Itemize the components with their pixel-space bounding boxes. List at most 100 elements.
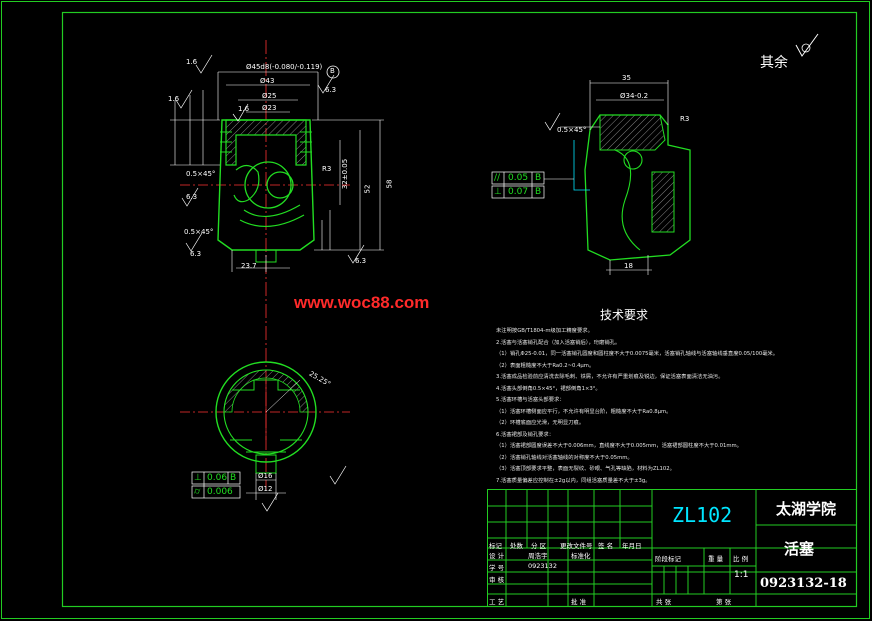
tech-req-line: （2）环槽底面应光滑，无明显刀痕。 [496,420,585,426]
title-block-grid [487,489,857,607]
side-section-view [491,80,691,275]
inner-cavity-left [233,164,260,203]
tech-req-line: （2）表面粗糙度不大于Ra0.2~0.4μm。 [496,362,595,369]
chamfer-b: 0.5×45° [184,228,214,236]
hdr-cell-4: 签 名 [598,542,614,550]
part-name: 活塞 [784,540,815,558]
gdt-sym-3: ⊥ [194,473,202,483]
dim-237: 23.7 [241,262,257,270]
ra-63-d: 6.3 [325,86,337,94]
tech-req-line: （1）活塞裙部圆度误差不大于0.006mm，直线度不大于0.005mm，活塞裙部… [496,443,742,449]
gdt-datum-1: B [535,173,542,183]
top-outer-circle [215,361,317,463]
material-label: ZL102 [672,503,733,527]
row-design-extra: 标准化 [571,552,591,560]
hdr-cell-1: 处数 [510,542,523,550]
row-id-label: 学 号 [489,564,505,572]
school-name: 太湖学院 [776,500,837,518]
tech-req-line: （1）活塞环槽侧面应平行，不允许有明显台阶，粗糙度不大于Ra0.8μm。 [496,408,672,415]
inner-border [61,11,858,608]
scale-label: 比 例 [733,555,749,563]
tech-req-line: 未注明按GB/T1804-m级加工精度要求。 [496,328,593,334]
gdt-leader [573,140,590,191]
tech-req-line: 7.活塞质量偏差应控制在±2g以内，同组活塞质量差不大于±3g。 [496,477,651,484]
sheet-count: 共 张 [656,598,672,606]
ra-16-a: 1.6 [186,58,198,66]
dim-w35: 35 [622,74,631,82]
top-view [180,361,350,512]
ring-grooves [220,131,312,153]
dim-h52: 52 [363,184,372,194]
general-roughness-symbol [795,33,819,57]
stage-label: 阶段标记 [655,555,681,563]
tech-req-line: （2）活塞销孔轴线对活塞轴线的对称度不大于0.05mm。 [496,454,633,461]
gdt-datum-2: B [535,187,542,197]
hdr-cell-3: 更改文件号 [560,542,593,550]
main-dimension-lines [170,71,384,272]
row-design-value: 周浩宇 [528,552,548,560]
watermark-url: www.woc88.com [294,293,430,312]
ra-63-a: 6.3 [186,193,198,201]
skirt-inner-curves [239,204,305,228]
dim-h32: 32±0.05 [341,158,350,190]
tech-req-line: 5.活塞环槽与活塞头部要求： [496,397,565,403]
pin-hole [266,171,294,199]
dim-d12: Ø12 [258,485,273,493]
gdt-sym-1: // [494,173,501,183]
dim-h58: 58 [385,179,394,189]
side-hole [623,150,643,170]
datum-b-bubble [326,65,340,79]
top-hatch-ring [223,369,309,413]
gdt-frame-4 [191,485,241,499]
gdt-sym-2: ⊥ [494,187,502,197]
hdr-cell-2: 分 区 [531,542,547,550]
dim-w18: 18 [624,262,633,270]
tech-req-title: 技术要求 [600,308,649,322]
main-section-view [170,40,384,490]
dim-d34: Ø34-0.2 [620,92,649,100]
gdt-frame-1 [491,171,545,185]
side-head-hatch [599,114,666,151]
chamfer-c: 0.5×45° [557,126,587,134]
tech-req-line: （3）活塞顶部要求平整，表面无裂纹、砂眼、气孔等缺陷，材料为ZL102。 [496,466,675,472]
top-boss [255,454,277,474]
hdr-cell-5: 年月日 [622,542,642,550]
tech-req-line: 4.活塞头部倒角0.5×45°，裙部倒角1×3°。 [496,385,601,392]
row-design-label: 设 计 [489,552,505,560]
roughness-symbols [175,54,365,264]
dim-r3: R3 [322,165,332,173]
side-inner-curve [614,149,641,251]
gdt-frame-2 [491,185,545,199]
tech-req-line: 3.活塞成品检验前应清洗去除毛刺、铁屑，不允许有严重划痕及锐边，保证活塞表面清洁… [496,374,724,380]
ra-16-c: 1.6 [238,105,250,113]
weight-label: 重 量 [708,555,724,563]
gdt-sym-4: ⌭ [194,487,201,497]
pin-boss-outer [244,161,292,209]
tech-req-line: （1）销孔Φ25-0.01，同一活塞销孔圆度和圆柱度不大于0.0075毫米，活塞… [496,351,779,357]
gdt-frame-3 [191,471,241,485]
dim-d43: Ø43 [260,77,275,85]
ra-63-b: 6.3 [190,250,202,258]
dim-d45: Ø45d8(-0.080/-0.119) [246,63,323,71]
sheet-no: 第 张 [716,598,732,606]
general-roughness-label: 其余 [760,55,788,71]
datum-b-label: B [330,67,335,75]
gdt-tol-b: 0.07 [508,187,529,197]
gdt-tol-a: 0.05 [508,173,529,183]
tech-req-line: 6.活塞裙部及销孔要求： [496,431,555,438]
row-id-value: 0923132 [528,562,557,570]
chamfer-a: 0.5×45° [186,170,216,178]
side-boss-hatch [651,171,675,233]
row-approve-label: 批 准 [571,598,587,606]
piston-head-section [225,119,307,166]
tech-req-line: 2.活塞与活塞销孔配合（加入活塞销后），珩磨销孔。 [496,339,621,346]
gdt-tol-d: 0.006 [207,487,233,497]
row-review-label: 审 核 [489,576,505,584]
ra-63-c: 6.3 [355,257,367,265]
piston-body-outline [217,119,315,251]
row-process-label: 工 艺 [489,598,505,606]
gdt-tol-c: 0.06 [207,473,228,483]
dim-d23: Ø23 [262,104,277,112]
